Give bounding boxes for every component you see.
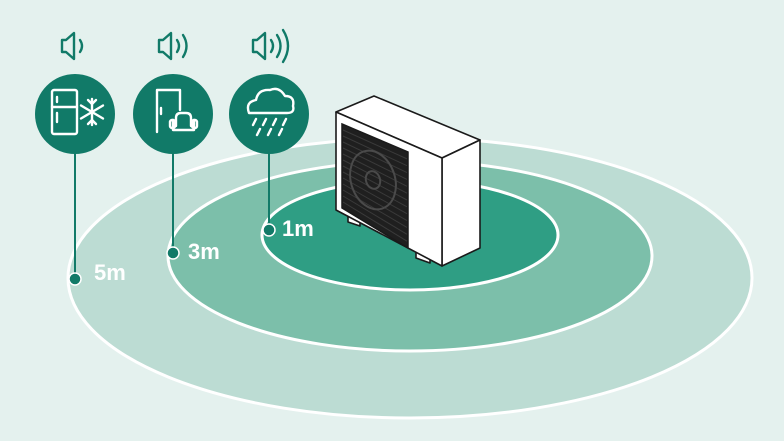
unit-grille-line bbox=[342, 195, 408, 235]
unit-grille-lines bbox=[342, 129, 408, 242]
badge-living-room bbox=[133, 74, 213, 154]
distance-label-3m: 3m bbox=[188, 239, 220, 264]
badge-living-room-circle bbox=[133, 74, 213, 154]
distance-zones bbox=[66, 136, 754, 420]
unit-grille-line bbox=[342, 165, 408, 201]
unit-grille-line bbox=[342, 141, 408, 174]
heat-pump-unit-icon bbox=[335, 95, 481, 267]
unit-fan-hub bbox=[364, 170, 382, 190]
marker-dot-5m bbox=[68, 272, 82, 286]
marker-dot-3m bbox=[166, 246, 180, 260]
living-room-icon bbox=[155, 88, 199, 134]
distance-label-5m: 5m bbox=[94, 260, 126, 285]
unit-side-face bbox=[441, 139, 481, 267]
rain-cloud-icon bbox=[246, 87, 295, 137]
unit-fan-ring bbox=[349, 149, 397, 211]
badge-fridge-circle bbox=[35, 74, 115, 154]
marker-dot-1m bbox=[262, 223, 276, 237]
speaker-medium-icon bbox=[157, 31, 188, 61]
speaker-low-icon bbox=[60, 31, 84, 61]
badge-rain bbox=[229, 74, 309, 154]
fridge-freezer-icon bbox=[50, 88, 105, 136]
unit-grille-line bbox=[342, 177, 408, 215]
speaker-high-icon bbox=[251, 28, 290, 64]
badge-fridge bbox=[35, 74, 115, 154]
unit-grille-line bbox=[342, 201, 408, 242]
distance-label-1m: 1m bbox=[282, 216, 314, 241]
unit-grille-line bbox=[342, 129, 408, 160]
unit-grille-line bbox=[342, 147, 408, 180]
